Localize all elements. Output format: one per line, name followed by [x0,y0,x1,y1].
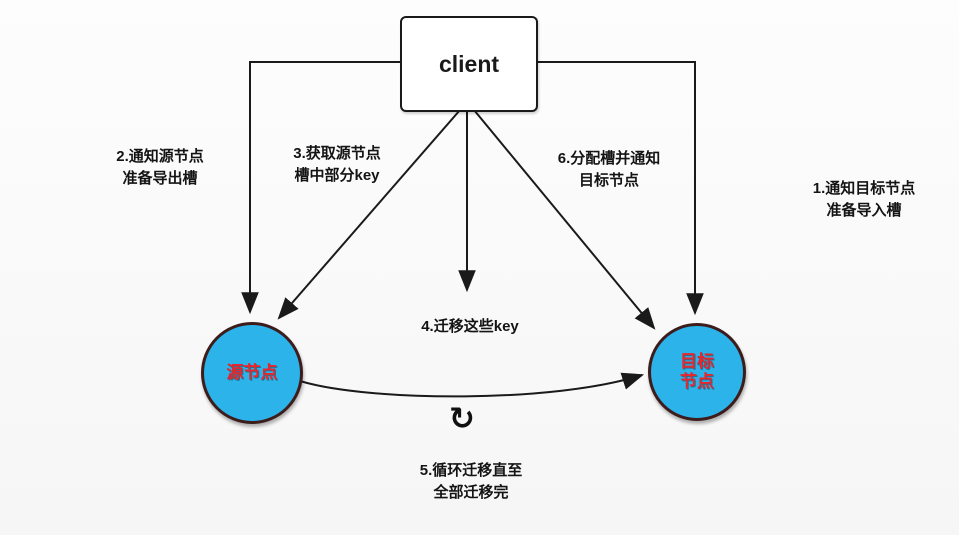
source-node-label: 源节点 [226,363,278,383]
target-node: 目标 节点 [648,323,746,421]
client-label: client [438,50,500,77]
target-node-label: 目标 节点 [680,352,714,391]
label-step5-loop-migrate: 5.循环迁移直至 全部迁移完 [419,462,523,501]
arrow-client-to-target-diagonal [473,109,656,330]
source-node: 源节点 [201,322,303,424]
label-step3-get-keys: 3.获取源节点 槽中部分key [293,145,381,184]
label-step4-migrate-keys: 4.迁移这些key [421,318,519,335]
label-step6-assign-slot: 6.分配槽并通知 目标节点 [557,150,661,189]
loop-refresh-icon: ↻ [449,401,475,436]
arrow-client-to-target-right [534,61,704,316]
label-step2-notify-source: 2.通知源节点 准备导出槽 [116,148,204,187]
arrow-client-to-source-left [241,61,400,315]
label-step1-notify-target: 1.通知目标节点 准备导入槽 [812,180,916,219]
arrow-client-to-source-diagonal [277,109,461,320]
arrow-source-to-target-curve [299,372,645,398]
client-box: client [400,16,538,112]
